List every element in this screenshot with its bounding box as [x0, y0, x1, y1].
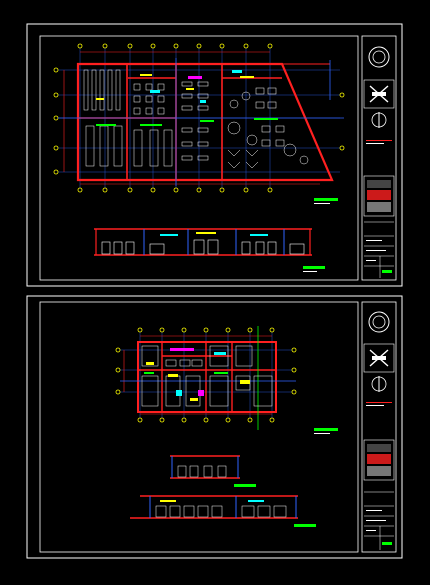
sheet-1-section-title-bar: [303, 266, 325, 269]
sheet-1-title-block: [361, 35, 397, 281]
sheet-1-grid-bubbles: [53, 43, 345, 193]
sheet-1-logo-seal: [368, 46, 390, 68]
sheet-2-title-block-contents: [363, 311, 395, 550]
sheet-1-plan-thumbnail: [363, 175, 395, 217]
sheet-1: [26, 23, 403, 287]
sheet-1-revision-table: [364, 221, 394, 278]
sheet-1-interior-walls: [78, 64, 282, 180]
sheet-2-revision-table: [364, 491, 394, 550]
sheet-1-exterior-wall: [76, 62, 334, 182]
sheet-2-drawing-area: [39, 301, 359, 553]
sheet-2-cross-section: [170, 455, 256, 487]
sheet-2-plan-title-bar: [314, 428, 338, 431]
sheet-1-dimensions: [63, 51, 320, 185]
sheet-1-outer-border: [26, 23, 403, 287]
sheet-1-section: [94, 228, 325, 272]
sheet-2-exterior-wall: [137, 341, 277, 413]
sheet-2: [26, 295, 403, 559]
sheet-2-cross-section-title-bar: [234, 484, 256, 487]
sheet-2-longitudinal-section: [130, 495, 316, 527]
sheet-1-plan-title-bar: [314, 198, 338, 201]
sheet-2-outer-border: [26, 295, 403, 559]
sheet-2-longitudinal-title-bar: [294, 524, 316, 527]
sheet-1-drawing-area: [39, 35, 359, 281]
sheet-1-annotations: [96, 70, 278, 126]
sheet-2-title-block: [361, 301, 397, 553]
sheet-2-logo-seal: [368, 311, 390, 333]
sheet-1-floor-plan: [53, 43, 345, 204]
sheet-2-plan-thumbnail: [363, 439, 395, 481]
sheet-2-floor-plan: [115, 326, 338, 434]
sheet-1-title-block-contents: [363, 46, 395, 278]
sheet-1-furniture: [83, 69, 309, 169]
